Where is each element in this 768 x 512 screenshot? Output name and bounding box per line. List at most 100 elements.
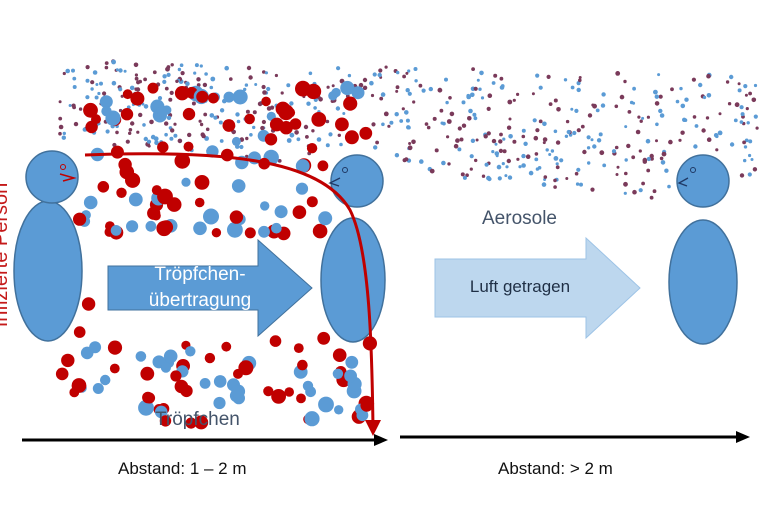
aerosol-particle [331, 84, 335, 88]
aerosol-particle [245, 136, 249, 141]
aerosol-particle [313, 106, 317, 110]
aerosol-particle [209, 113, 215, 118]
aerosol-particle [405, 88, 410, 93]
aerosol-particle [457, 147, 462, 152]
aerosol-particle [362, 77, 368, 83]
aerosol-particle [97, 91, 101, 96]
aerosol-particle [71, 103, 76, 108]
aerosol-particle [649, 195, 654, 200]
droplet-particle [302, 380, 314, 392]
aerosol-particle [147, 144, 151, 148]
aerosol-particle [542, 141, 546, 145]
aerosol-particle [138, 79, 142, 84]
aerosol-particle [655, 139, 658, 143]
aerosol-particle [531, 92, 535, 96]
aerosol-particle [173, 133, 178, 138]
aerosol-particle [494, 142, 498, 146]
aerosol-particle [742, 140, 746, 145]
aerosol-particle [469, 154, 474, 159]
aerosol-particle [118, 87, 123, 92]
aerosol-particle [169, 90, 174, 95]
aerosol-particle [362, 85, 368, 91]
aerosol-particle [90, 87, 94, 91]
droplet-particle [344, 369, 357, 383]
droplet-particle [92, 383, 104, 394]
aerosol-particle [446, 135, 450, 139]
aerosol-particle [733, 118, 738, 123]
aerosol-particle [521, 128, 526, 133]
droplet-particle [101, 106, 112, 117]
aerosol-particle [389, 120, 394, 125]
aerosol-particle [535, 73, 540, 78]
droplet-particle [83, 102, 98, 118]
aerosol-particle [193, 71, 197, 75]
aerosol-particle [266, 106, 272, 111]
aerosol-particle [289, 101, 294, 106]
aerosol-particle [104, 61, 109, 65]
aerosol-particle [537, 166, 542, 170]
droplet-particle [304, 411, 320, 427]
aerosol-particle [641, 181, 645, 186]
aerosol-particle [624, 158, 628, 162]
infected-person-figure [13, 150, 83, 342]
aerosol-particle [641, 116, 645, 120]
droplet-particle [159, 220, 174, 235]
aerosol-particle [473, 86, 478, 91]
aerosol-particle [149, 119, 154, 125]
aerosol-particle [576, 87, 581, 93]
aerosol-particle [146, 139, 152, 144]
droplet-particle [145, 220, 157, 232]
aerosol-particle [574, 108, 579, 113]
aerosol-particle [506, 158, 511, 164]
aerosol-particle [611, 149, 617, 154]
distance-axis-near-arrowhead [374, 434, 388, 446]
aerosol-particle [254, 83, 258, 86]
aerosol-particle [157, 96, 163, 101]
aerosol-particle [399, 119, 404, 123]
aerosol-particle [481, 174, 486, 178]
aerosol-particle [702, 95, 707, 100]
droplet-particle [185, 346, 196, 357]
aerosol-particle [92, 70, 98, 75]
aerosol-particle [62, 71, 66, 76]
droplet-particle [231, 384, 246, 399]
aerosol-particle [664, 168, 669, 173]
aerosol-particle [418, 83, 423, 88]
aerosol-particle [244, 83, 249, 87]
aerosol-particle [118, 68, 123, 73]
aerosol-particle [502, 149, 507, 154]
droplet-particle [151, 185, 162, 196]
aerosol-particle [339, 142, 343, 147]
aerosol-particle [129, 85, 135, 91]
aerosol-particle [586, 135, 591, 140]
aerosol-particle [538, 119, 543, 124]
aerosol-particle [177, 138, 183, 144]
aerosol-particle [306, 101, 311, 106]
aerosol-particle [491, 150, 495, 154]
aerosol-particle [378, 68, 383, 73]
person-head [330, 154, 384, 208]
aerosol-particle [751, 97, 757, 103]
aerosol-particle [466, 94, 472, 100]
person-head [676, 154, 730, 208]
aerosol-particle [675, 99, 680, 104]
aerosol-particle [480, 96, 485, 100]
aerosol-particle [748, 91, 752, 96]
aerosol-particle [474, 158, 478, 163]
aerosol-particle [429, 168, 435, 174]
aerosol-particle [740, 112, 745, 117]
aerosol-particle [73, 121, 79, 127]
aerosol-particle [706, 93, 712, 98]
droplet-particle [344, 130, 359, 145]
aerosol-particle [718, 112, 722, 116]
aerosol-particle [468, 108, 473, 114]
aerosol-particle [426, 125, 431, 130]
aerosol-particle [235, 112, 240, 117]
aerosol-particle [739, 105, 744, 110]
droplet-particle [318, 396, 334, 413]
aerosol-particle [289, 132, 295, 138]
aerosol-particle [328, 132, 333, 137]
aerosol-particle [325, 143, 330, 148]
droplet-particle [335, 117, 349, 132]
aerosol-particle [246, 65, 252, 71]
